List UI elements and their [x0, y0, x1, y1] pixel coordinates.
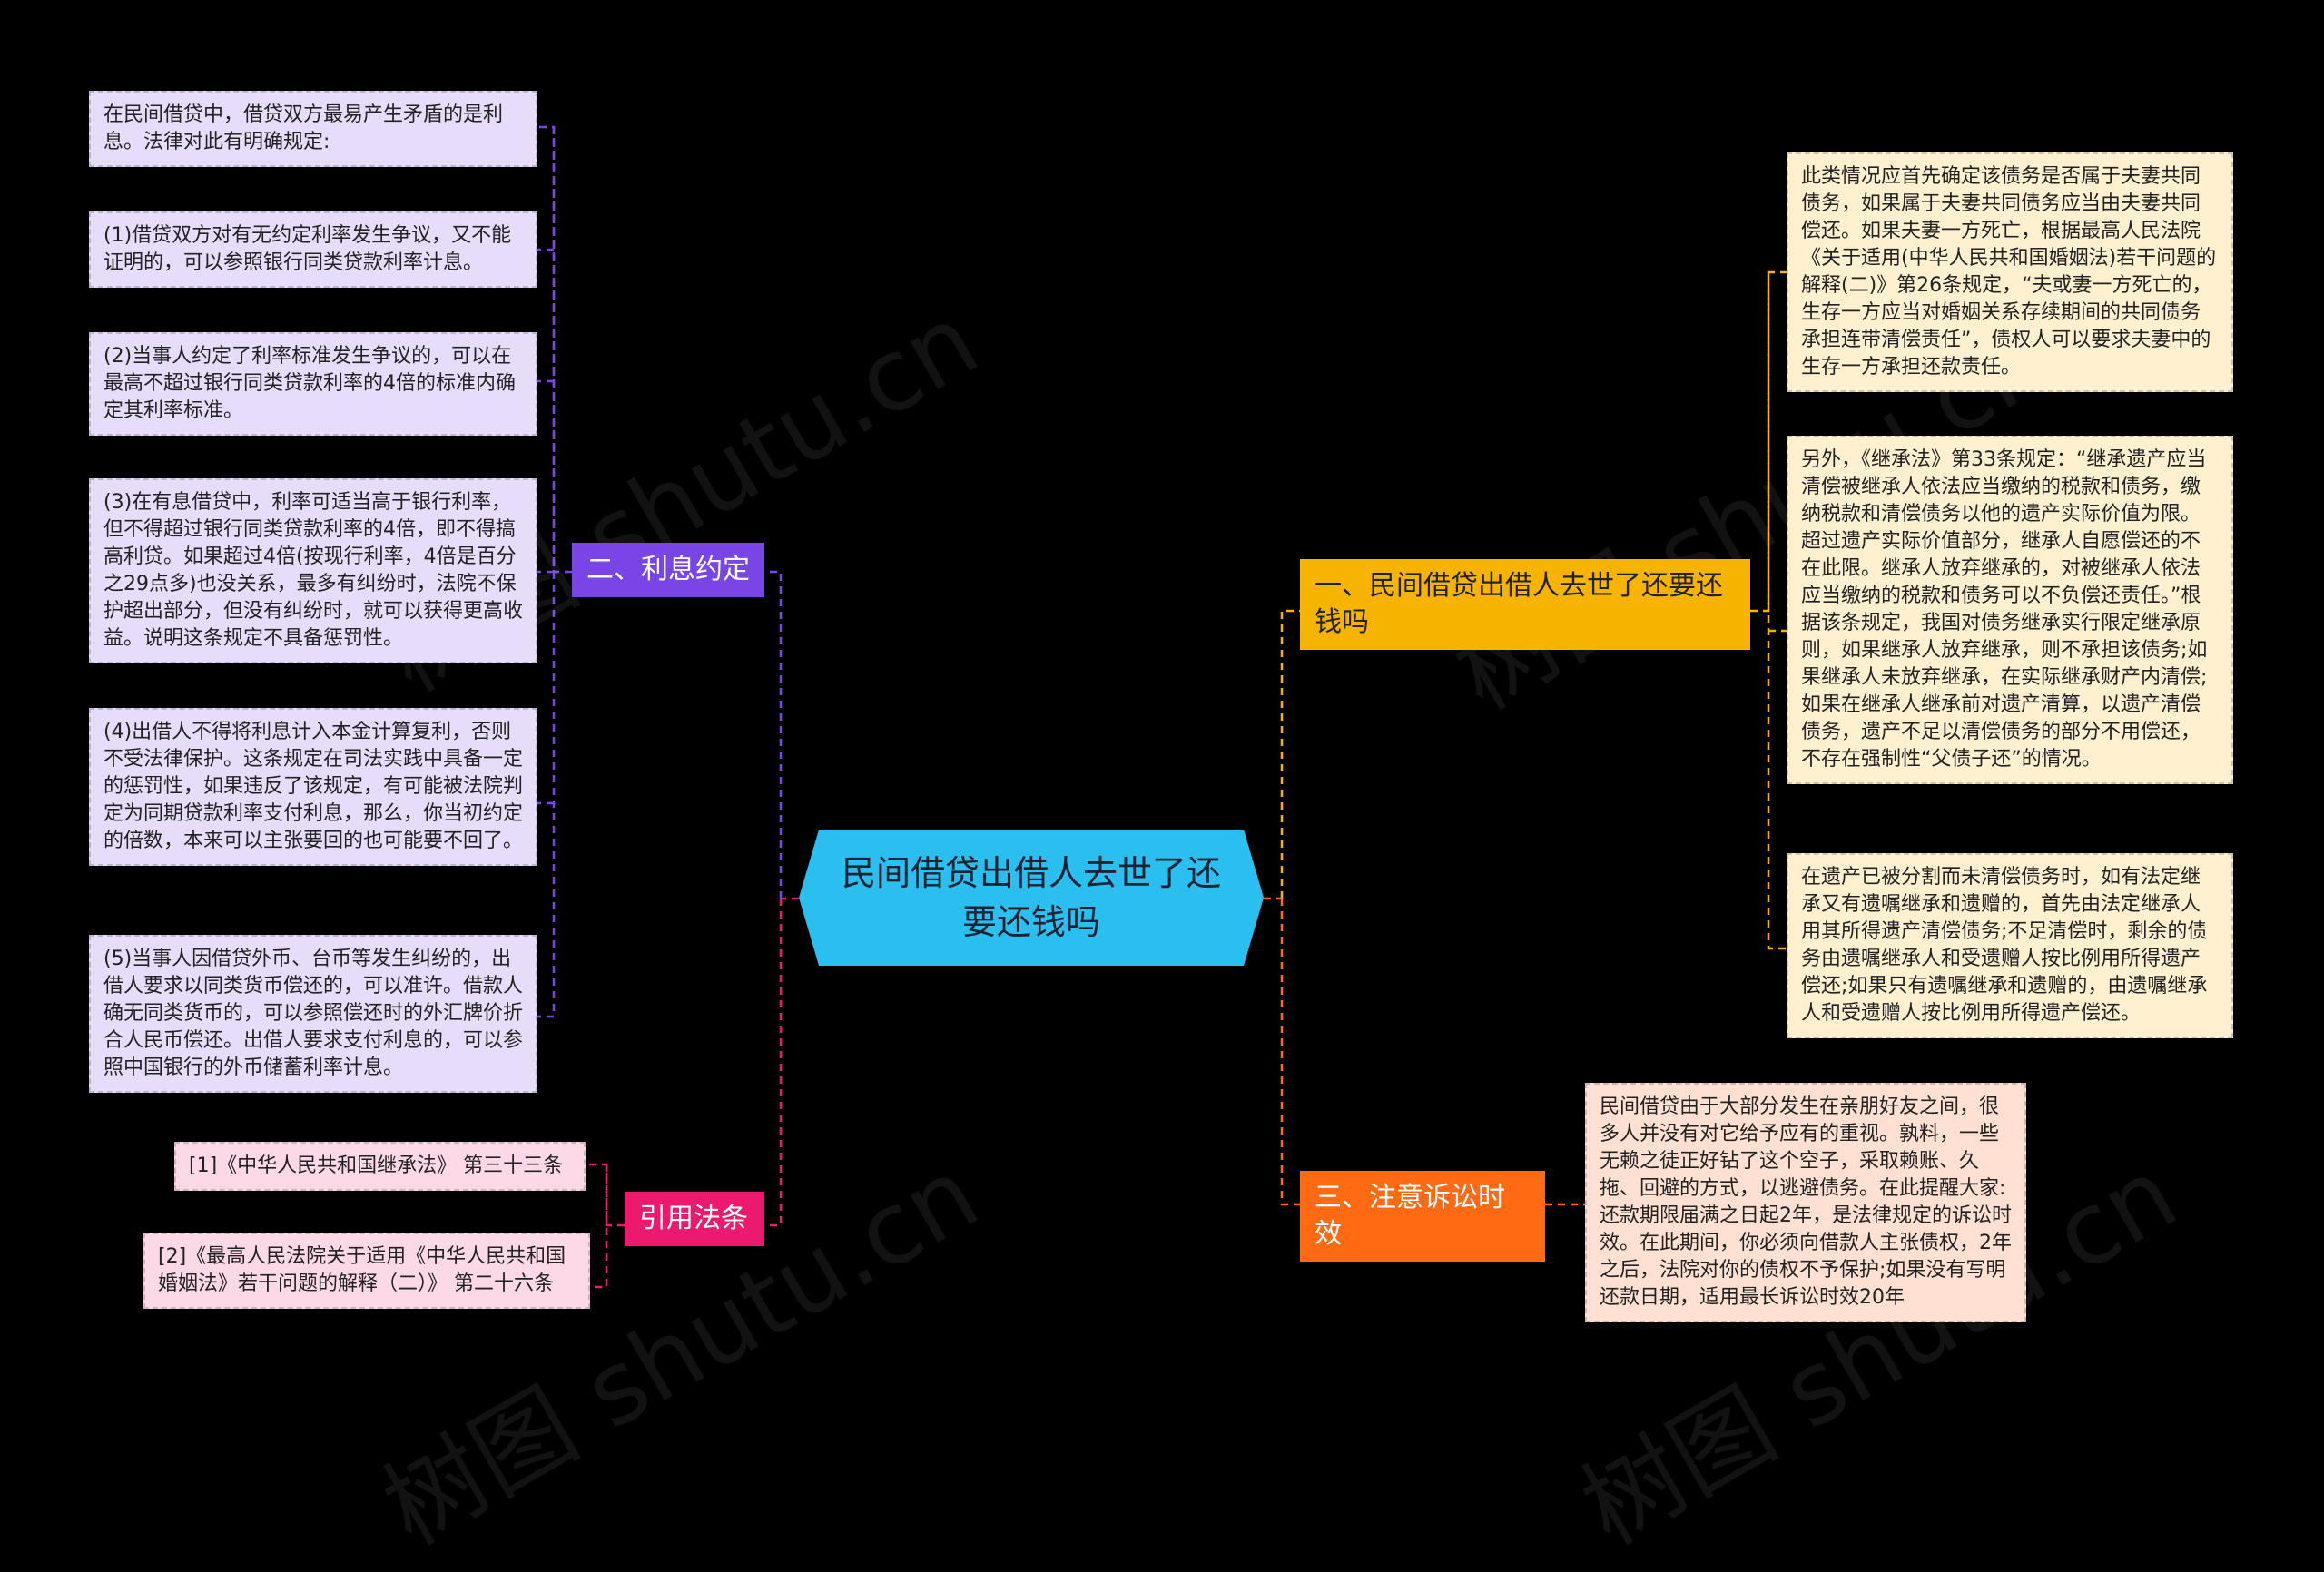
branch-law-label: 引用法条 — [639, 1203, 748, 1234]
interest-item[interactable]: (3)在有息借贷中，利率可适当高于银行利率，但不得超过银行同类贷款利率的4倍，即… — [89, 478, 537, 663]
interest-item[interactable]: (5)当事人因借贷外币、台币等发生纠纷的，出借人要求以同类货币偿还的，可以准许。… — [89, 935, 537, 1093]
law-item[interactable]: [1]《中华人民共和国继承法》 第三十三条 — [174, 1142, 586, 1191]
interest-item[interactable]: (2)当事人约定了利率标准发生争议的，可以在最高不超过银行同类贷款利率的4倍的标… — [89, 332, 537, 436]
branch-repay[interactable]: 一、民间借贷出借人去世了还要还钱吗 — [1300, 559, 1750, 650]
connector-lines — [537, 125, 1787, 1289]
branch-interest-label: 二、利息约定 — [586, 554, 750, 585]
interest-item[interactable]: (1)借贷双方对有无约定利率发生争议，又不能证明的，可以参照银行同类贷款利率计息… — [89, 211, 537, 288]
law-item[interactable]: [2]《最高人民法院关于适用《中华人民共和国婚姻法》若干问题的解释（二）》 第二… — [143, 1233, 590, 1309]
branch-repay-label: 一、民间借贷出借人去世了还要还钱吗 — [1315, 570, 1723, 638]
interest-item[interactable]: (4)出借人不得将利息计入本金计算复利，否则不受法律保护。这条规定在司法实践中具… — [89, 708, 537, 866]
repay-item[interactable]: 另外，《继承法》第33条规定：“继承遗产应当清偿被继承人依法应当缴纳的税款和债务… — [1787, 436, 2233, 784]
repay-item[interactable]: 此类情况应首先确定该债务是否属于夫妻共同债务，如果属于夫妻共同债务应当由夫妻共同… — [1787, 152, 2233, 392]
interest-item[interactable]: 在民间借贷中，借贷双方最易产生矛盾的是利息。法律对此有明确规定: — [89, 91, 537, 167]
limitation-item[interactable]: 民间借贷由于大部分发生在亲朋好友之间，很多人并没有对它给予应有的重视。孰料，一些… — [1585, 1083, 2026, 1322]
branch-law[interactable]: 引用法条 — [625, 1192, 764, 1246]
branch-interest[interactable]: 二、利息约定 — [572, 543, 764, 597]
branch-limitation-label: 三、注意诉讼时效 — [1315, 1182, 1505, 1250]
branch-limitation[interactable]: 三、注意诉讼时效 — [1300, 1171, 1545, 1262]
repay-item[interactable]: 在遗产已被分割而未清偿债务时，如有法定继承又有遗嘱继承和遗赠的，首先由法定继承人… — [1787, 853, 2233, 1038]
root-topic-label: 民间借贷出借人去世了还要还钱吗 — [841, 853, 1221, 942]
root-topic[interactable]: 民间借贷出借人去世了还要还钱吗 — [799, 830, 1264, 966]
